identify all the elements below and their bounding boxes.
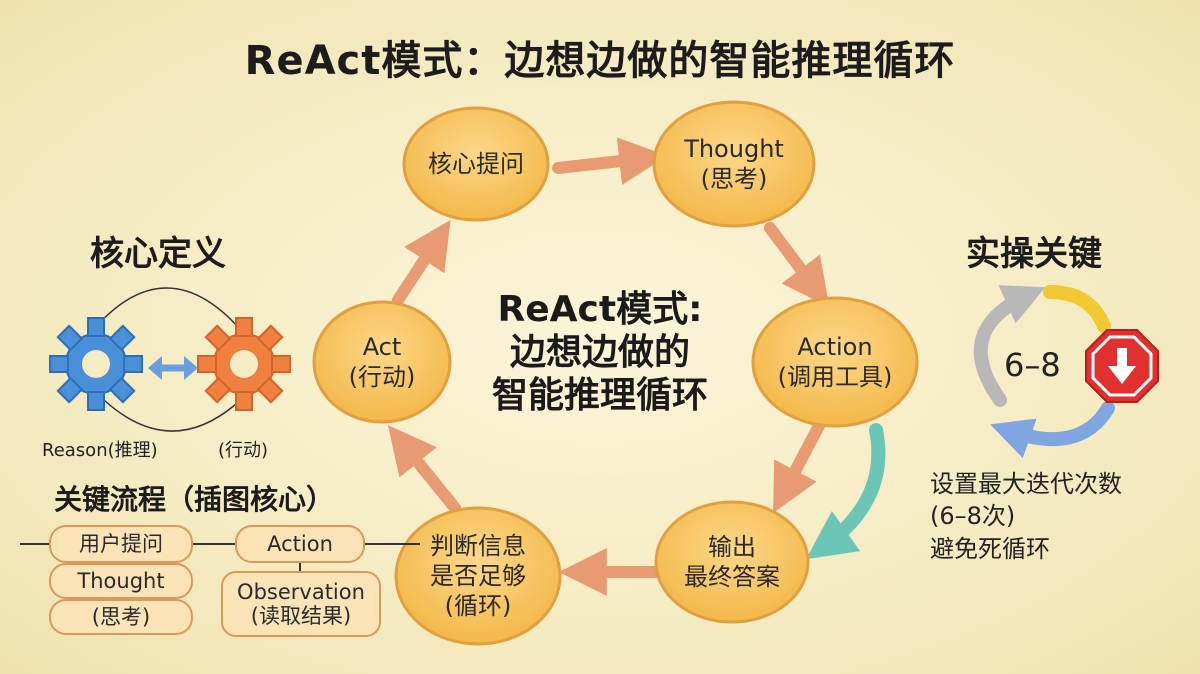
center-title: ReAct模式: 边想边做的 智能推理循环 (460, 288, 740, 418)
node-output[interactable] (654, 500, 810, 624)
cycle-arc-grey (973, 285, 1046, 407)
pill-thinking[interactable] (49, 599, 193, 635)
pill-thinking-label: (思考) (91, 604, 151, 629)
practice-title: 实操关键 (966, 234, 1102, 274)
arrow-action-to-judge (773, 414, 828, 513)
center-title-line3: 智能推理循环 (491, 375, 708, 417)
label-output: 输出 最终答案 (684, 533, 780, 591)
pill-observation[interactable] (221, 571, 381, 637)
arrow-act-to-question (392, 219, 451, 306)
pill-action-label: Action (267, 531, 333, 556)
down-arrow-icon (1108, 348, 1136, 384)
arrow-thought-to-action (764, 222, 830, 308)
node-thought[interactable] (652, 100, 816, 228)
double-arrow-icon (148, 356, 198, 380)
label-core-question: 核心提问 (428, 150, 524, 178)
cycle-nodes (312, 100, 919, 646)
pill-action[interactable] (235, 525, 365, 563)
definition-arc-top (87, 287, 247, 337)
cycle-arrows-icon (973, 285, 1115, 459)
gear-icon-blue (49, 317, 143, 411)
definition-arc-bottom (103, 399, 237, 432)
process-illustration (20, 525, 420, 637)
pill-thought-label: Thought (77, 568, 165, 593)
pill-observation-label: Observation (读取结果) (237, 579, 365, 628)
label-judge: 判断信息 是否足够 (循环) (430, 532, 526, 620)
label-act: Act (行动) (348, 333, 416, 391)
practice-text: 设置最大迭代次数 (6–8次) 避免死循环 (930, 470, 1122, 563)
teal-arrow (805, 423, 886, 560)
label-action: Action (调用工具) (777, 333, 893, 391)
reason-label: Reason(推理) (42, 440, 158, 461)
node-core-question[interactable] (402, 106, 550, 222)
pill-user-question[interactable] (49, 525, 193, 563)
definition-title: 核心定义 (90, 234, 226, 274)
cycle-arc-yellow (1043, 285, 1111, 333)
node-action[interactable] (751, 296, 919, 428)
cycle-arc-blue (990, 401, 1115, 459)
arrow-question-to-thought (552, 137, 668, 186)
stop-sign-icon (1085, 329, 1159, 403)
gear-icon-orange (197, 317, 291, 411)
process-title: 关键流程（插图核心） (54, 483, 335, 516)
cycle-arrows (387, 137, 886, 596)
arrow-judge-to-act (387, 425, 461, 514)
node-act[interactable] (312, 300, 452, 424)
center-title-line2: 边想边做的 (509, 332, 690, 374)
center-title-line1: ReAct模式: (497, 289, 703, 330)
act-label: (行动) (218, 440, 269, 461)
node-judge[interactable] (394, 506, 562, 646)
pill-thought[interactable] (49, 563, 193, 599)
cycle-number: 6–8 (1004, 346, 1061, 384)
definition-illustration (49, 287, 291, 432)
label-thought: Thought (思考) (684, 135, 784, 193)
pill-user-question-label: 用户提问 (79, 531, 163, 556)
page-title: ReAct模式：边想边做的智能推理循环 (244, 38, 956, 84)
